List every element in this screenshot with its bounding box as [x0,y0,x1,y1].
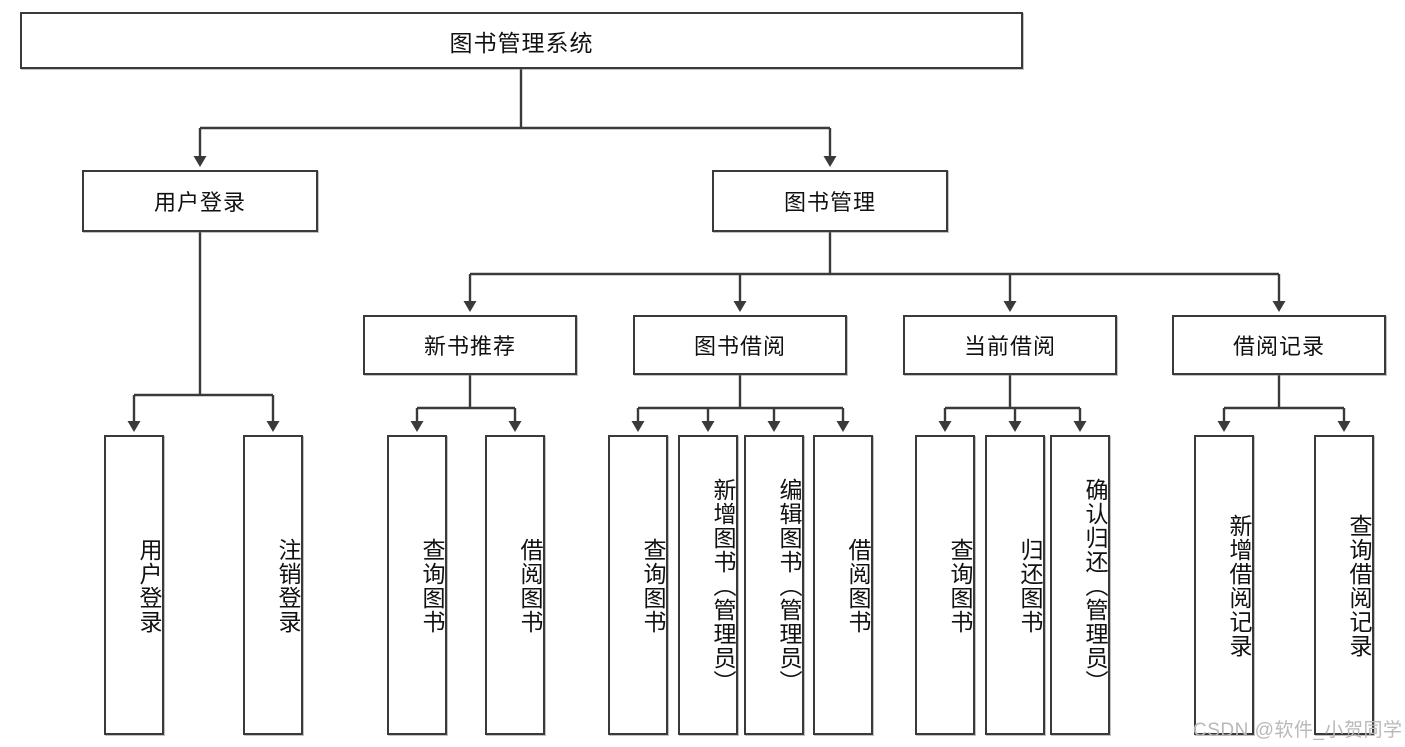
node-leaf-query-book-cur-label: 查询图书 [947,538,973,634]
node-leaf-query-record-label: 查询借阅记录 [1346,514,1372,658]
node-leaf-confirm-return[interactable]: 确认归还（管理员） [1050,435,1110,735]
node-borrow-record-label: 借阅记录 [1232,334,1325,359]
node-leaf-borrow-book[interactable]: 借阅图书 [813,435,873,735]
node-leaf-query-record[interactable]: 查询借阅记录 [1314,435,1374,735]
node-user-login[interactable]: 用户登录 [82,170,318,232]
node-leaf-return-book-label: 归还图书 [1017,538,1043,634]
node-leaf-user-logout[interactable]: 注销登录 [243,435,303,735]
node-leaf-add-book-label: 新增图书（管理员） [710,478,736,694]
node-book-borrow-label: 图书借阅 [693,334,786,359]
node-borrow-record[interactable]: 借阅记录 [1172,315,1386,375]
node-user-login-label: 用户登录 [153,190,246,215]
node-root[interactable]: 图书管理系统 [20,12,1023,69]
node-leaf-edit-book[interactable]: 编辑图书（管理员） [744,435,804,735]
node-leaf-borrow-book-rec-label: 借阅图书 [517,538,543,634]
node-leaf-add-record-label: 新增借阅记录 [1226,514,1252,658]
node-leaf-add-book[interactable]: 新增图书（管理员） [678,435,738,735]
node-book-borrow[interactable]: 图书借阅 [633,315,847,375]
node-leaf-borrow-book-rec[interactable]: 借阅图书 [485,435,545,735]
node-root-label: 图书管理系统 [449,29,594,56]
node-leaf-query-book-borrow[interactable]: 查询图书 [608,435,668,735]
csdn-watermark: CSDN @软件_小贺同学 [1193,720,1403,741]
node-current-borrow[interactable]: 当前借阅 [903,315,1117,375]
node-leaf-user-login-label: 用户登录 [136,538,162,634]
node-leaf-user-login[interactable]: 用户登录 [104,435,164,735]
node-new-book-rec[interactable]: 新书推荐 [363,315,577,375]
node-current-borrow-label: 当前借阅 [963,334,1056,359]
node-leaf-edit-book-label: 编辑图书（管理员） [776,478,802,694]
node-book-manage-label: 图书管理 [783,190,876,215]
node-leaf-query-book-rec[interactable]: 查询图书 [387,435,447,735]
node-new-book-rec-label: 新书推荐 [423,334,516,359]
node-leaf-query-book-borrow-label: 查询图书 [640,538,666,634]
node-leaf-add-record[interactable]: 新增借阅记录 [1194,435,1254,735]
node-book-manage[interactable]: 图书管理 [712,170,948,232]
node-leaf-query-book-cur[interactable]: 查询图书 [915,435,975,735]
node-leaf-borrow-book-label: 借阅图书 [845,538,871,634]
node-leaf-user-logout-label: 注销登录 [275,538,301,634]
node-leaf-query-book-rec-label: 查询图书 [419,538,445,634]
node-leaf-return-book[interactable]: 归还图书 [985,435,1045,735]
node-leaf-confirm-return-label: 确认归还（管理员） [1082,478,1108,694]
